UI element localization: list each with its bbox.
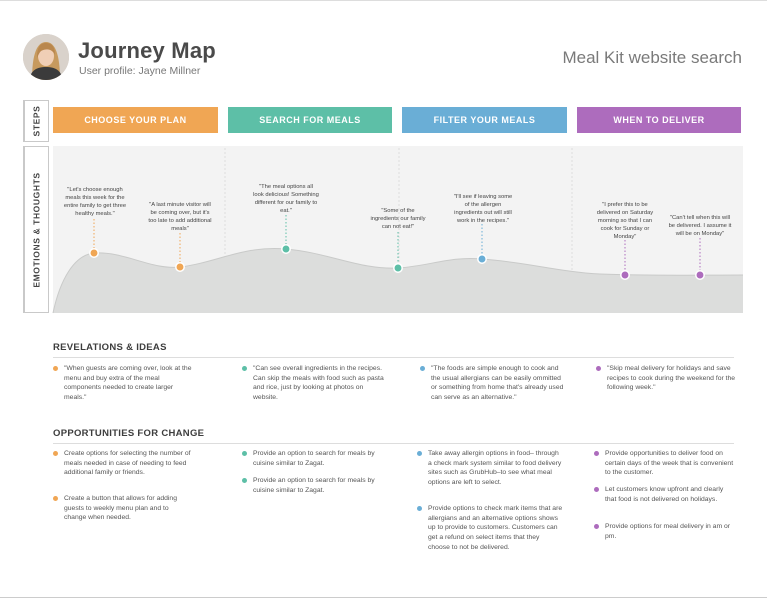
thought-quote: "Can't tell when this will be delivered.… [668,215,732,238]
opportunity-item: Provide options to check mark items that… [417,504,563,552]
bullet-dot [53,366,58,371]
step-label: CHOOSE YOUR PLAN [84,115,187,125]
opportunity-item: Create a button that allows for adding g… [53,494,192,523]
opportunity-text: Let customers know upfront and clearly t… [605,486,724,503]
opportunity-text: Take away allergin options in food– thro… [428,450,562,486]
step-label: SEARCH FOR MEALS [259,115,361,125]
emotions-side-label: EMOTIONS & THOUGHTS [23,146,49,313]
opportunity-text: Create a button that allows for adding g… [64,495,177,522]
journey-scenario-title: Meal Kit website search [562,48,742,67]
emotion-curve-line [52,247,744,314]
opportunity-item: Let customers know upfront and clearly t… [594,485,735,504]
top-rule [0,0,767,1]
bullet-dot [594,524,599,529]
step-label: FILTER YOUR MEALS [433,115,536,125]
revelation-item: "Can see overall ingredients in the reci… [242,364,388,403]
user-profile-label: User profile: Jayne Millner [79,65,201,77]
emotion-point [281,244,291,254]
opportunity-item: Create options for selecting the number … [53,449,192,478]
bullet-dot [242,478,247,483]
opportunity-text: Provide an option to search for meals by… [253,450,375,467]
bullet-dot [417,451,422,456]
bullet-dot [53,451,58,456]
opportunity-text: Provide options to check mark items that… [428,505,563,551]
opportunity-text: Provide options for meal delivery in am … [605,523,731,540]
opportunity-item: Provide opportunities to deliver food on… [594,449,735,478]
revelation-text: "When guests are coming over, look at th… [64,365,192,401]
revelation-text: "Can see overall ingredients in the reci… [253,365,384,401]
step-filter-meals: FILTER YOUR MEALS [402,107,567,133]
thought-quote: "Let's choose enough meals this week for… [63,187,127,218]
thought-quote: "I'll see if leaving some of the allerge… [453,194,513,225]
bullet-dot [242,366,247,371]
bullet-dot [53,496,58,501]
opportunity-item: Provide an option to search for meals by… [242,449,388,468]
emotion-curve-area [53,248,743,313]
opportunity-item: Take away allergin options in food– thro… [417,449,563,488]
page-title: Journey Map [78,38,216,63]
revelation-item: "Skip meal delivery for holidays and sav… [596,364,739,393]
emotion-point [175,262,185,272]
emotion-point [393,263,403,273]
revelation-item: "The foods are simple enough to cook and… [420,364,566,403]
user-avatar [23,34,69,80]
opportunities-heading: OPPORTUNITIES FOR CHANGE [53,428,205,439]
step-choose-plan: CHOOSE YOUR PLAN [53,107,218,133]
step-label: WHEN TO DELIVER [613,115,705,125]
opportunity-text: Provide an option to search for meals by… [253,477,375,494]
revelation-item: "When guests are coming over, look at th… [53,364,194,403]
revelations-heading: REVELATIONS & IDEAS [53,342,167,353]
bullet-dot [242,451,247,456]
emotion-point [477,254,487,264]
revelation-text: "Skip meal delivery for holidays and sav… [607,365,736,392]
step-search-meals: SEARCH FOR MEALS [228,107,392,133]
steps-side-label: STEPS [23,100,49,142]
thought-quote: "The meal options all look delicious! So… [253,184,319,215]
step-when-to-deliver: WHEN TO DELIVER [577,107,741,133]
bullet-dot [596,366,601,371]
opportunity-text: Provide opportunities to deliver food on… [605,450,734,477]
emotion-point [89,248,99,258]
section-divider [53,357,734,358]
bullet-dot [594,451,599,456]
emotion-point [620,270,630,280]
thought-quote: "A last minute visitor will be coming ov… [148,202,212,233]
thought-quote: "Some of the ingredients our family can … [370,208,426,231]
bullet-dot [594,487,599,492]
opportunity-text: Create options for selecting the number … [64,450,191,477]
opportunity-item: Provide an option to search for meals by… [242,476,388,495]
thought-quote: "I prefer this to be delivered on Saturd… [596,202,654,241]
emotion-point [695,270,705,280]
section-divider [53,443,734,444]
revelation-text: "The foods are simple enough to cook and… [431,365,564,401]
bullet-dot [417,506,422,511]
bottom-rule [0,597,767,598]
bullet-dot [420,366,425,371]
opportunity-item: Provide options for meal delivery in am … [594,522,735,541]
